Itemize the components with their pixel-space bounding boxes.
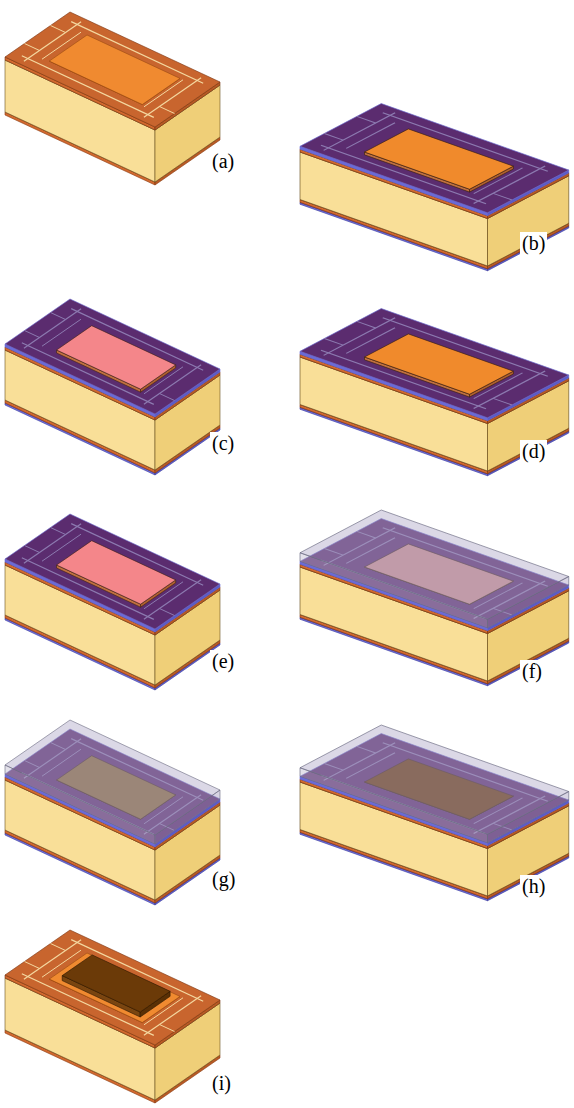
panel-label: (g): [210, 868, 237, 890]
deposit: [62, 955, 170, 1012]
device-block: [5, 930, 220, 1103]
trench-line: [51, 313, 66, 320]
glass-layer: [300, 510, 569, 619]
membrane: [49, 953, 180, 1023]
window: [365, 129, 514, 189]
panel-label: (h): [520, 875, 547, 897]
mask-layer: [5, 514, 220, 629]
trench-line: [160, 394, 175, 401]
panel-label: (d): [520, 440, 547, 462]
mask-layer: [5, 299, 220, 414]
glass-layer: [300, 725, 569, 834]
mask-layer: [300, 309, 569, 418]
glass-layer: [5, 720, 220, 835]
top-layer: [5, 12, 220, 127]
mask-layer: [300, 104, 569, 213]
trench-line: [51, 528, 66, 535]
trench-line: [160, 1025, 175, 1032]
trench-line: [357, 116, 376, 123]
device-block: [5, 299, 220, 475]
device-block: [300, 309, 569, 476]
device-block: [5, 720, 220, 905]
top-layer: [5, 930, 220, 1045]
panel-label: (c): [210, 432, 236, 454]
window: [365, 334, 514, 394]
trench-line: [160, 107, 175, 114]
membrane: [49, 35, 180, 105]
device-block: [300, 725, 569, 901]
panel-label: (f): [520, 660, 544, 682]
trench-line: [493, 398, 512, 405]
trench-line: [357, 321, 376, 328]
window: [57, 541, 176, 605]
trench-line: [51, 26, 66, 33]
panel-label: (a): [210, 150, 236, 172]
device-block: [5, 12, 220, 185]
trench-line: [324, 338, 343, 345]
trench-line: [51, 944, 66, 951]
panel-label: (i): [210, 1072, 233, 1094]
trench-line: [160, 609, 175, 616]
panel-label: (b): [520, 232, 547, 254]
trench-line: [25, 331, 40, 338]
trench-line: [324, 133, 343, 140]
trench-line: [25, 962, 40, 969]
device-block: [300, 510, 569, 686]
device-block: [300, 104, 569, 271]
trench-line: [493, 193, 512, 200]
panel-label: (e): [210, 650, 236, 672]
trench-line: [25, 44, 40, 51]
device-block: [5, 514, 220, 690]
trench-line: [25, 546, 40, 553]
window: [57, 326, 176, 390]
